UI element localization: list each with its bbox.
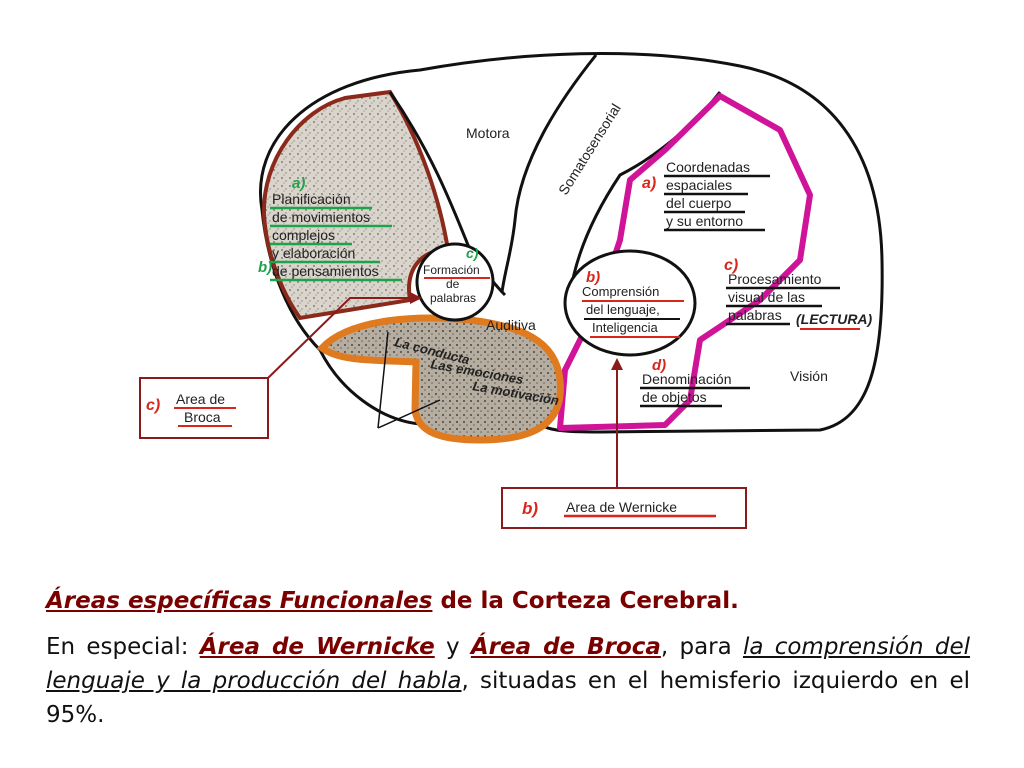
broca-arrowhead <box>410 292 422 304</box>
brain-cortex-diagram: Motora Somatosensorial Auditiva Visión a… <box>139 52 884 529</box>
coordenadas-text-block: a) Coordenadas espaciales del cuerpo y s… <box>642 159 770 232</box>
caption-comprension: la comprensión del lenguaje y la producc… <box>46 634 971 694</box>
formacion-line-1: Formación <box>423 263 480 277</box>
frontal-line-5: de pensamientos <box>272 263 379 279</box>
coordenadas-line-3: del cuerpo <box>666 195 732 211</box>
comprension-line-3: Inteligencia <box>592 320 659 335</box>
frontal-line-3: complejos <box>272 227 335 243</box>
comprension-text-block: b) Comprensión del lenguaje, Inteligenci… <box>582 269 684 338</box>
caption-broca: Área de Broca <box>470 634 661 660</box>
frontal-line-1: Planificación <box>272 191 351 207</box>
caption-title-underlined: Áreas específicas Funcionales <box>46 588 433 614</box>
caption-y: y <box>434 634 471 660</box>
caption-wernicke: Área de Wernicke <box>199 634 435 660</box>
caption-body-end: , situadas en el hemisferio izquierdo en… <box>46 668 970 728</box>
caption-title: Áreas específicas Funcionales de la Cort… <box>46 584 970 618</box>
denominacion-marker: d) <box>652 357 666 374</box>
broca-label-box: c) Area de Broca <box>139 377 269 439</box>
denominacion-line-1: Denominación <box>642 371 732 387</box>
coordenadas-line-1: Coordenadas <box>666 159 750 175</box>
caption-body: En especial: Área de Wernicke y Área de … <box>46 630 970 732</box>
procesamiento-line-2: visual de las <box>728 289 805 305</box>
broca-connector <box>267 297 410 379</box>
caption-body-start: En especial: <box>46 634 200 660</box>
formacion-line-2: de <box>446 277 460 291</box>
formacion-area-circle <box>415 242 495 322</box>
caption-block: Áreas específicas Funcionales de la Cort… <box>46 584 970 732</box>
wernicke-marker: b) <box>522 499 538 518</box>
comprension-marker: b) <box>586 269 600 286</box>
procesamiento-text-block: c) Procesamiento visual de las palabras … <box>724 257 873 330</box>
caption-comma: , para <box>660 634 743 660</box>
procesamiento-marker: c) <box>724 257 738 274</box>
comprension-area-circle <box>563 249 697 357</box>
label-auditiva: Auditiva <box>486 317 536 333</box>
frontal-marker-b: b) <box>258 259 272 276</box>
procesamiento-line-1: Procesamiento <box>728 271 822 287</box>
denominacion-line-2: de objetos <box>642 389 707 405</box>
wernicke-label-box: b) Area de Wernicke <box>501 487 747 529</box>
frontal-line-2: de movimientos <box>272 209 370 225</box>
lectura-note: (LECTURA) <box>796 311 873 327</box>
broca-marker: c) <box>146 397 160 414</box>
caption-title-rest: de la Corteza Cerebral. <box>432 588 739 614</box>
comprension-line-1: Comprensión <box>582 284 659 299</box>
temporal-pointer <box>377 331 441 429</box>
broca-line-2: Broca <box>184 409 221 425</box>
formacion-text-block: c) Formación de palabras <box>423 245 490 305</box>
frontal-text-block: a) b) Planificación de movimientos compl… <box>258 175 402 282</box>
denominacion-text-block: d) Denominación de objetos <box>640 357 750 408</box>
central-sulcus-line <box>388 91 507 297</box>
label-motora: Motora <box>466 125 510 141</box>
wernicke-label: Area de Wernicke <box>566 499 677 515</box>
motor-divider <box>500 54 598 293</box>
formacion-marker: c) <box>466 245 479 261</box>
frontal-marker-a: a) <box>292 175 305 192</box>
comprension-line-2: del lenguaje, <box>586 302 660 317</box>
label-vision: Visión <box>790 368 828 384</box>
broca-line-1: Area de <box>176 391 225 407</box>
wernicke-arrowhead <box>611 358 623 370</box>
coordenadas-marker: a) <box>642 175 656 192</box>
procesamiento-line-3: palabras <box>728 307 782 323</box>
coordenadas-line-2: espaciales <box>666 177 732 193</box>
temporal-area <box>316 314 564 444</box>
frontal-line-4: y elaboración <box>272 245 355 261</box>
coordenadas-line-4: y su entorno <box>666 213 743 229</box>
formacion-line-3: palabras <box>430 291 476 305</box>
